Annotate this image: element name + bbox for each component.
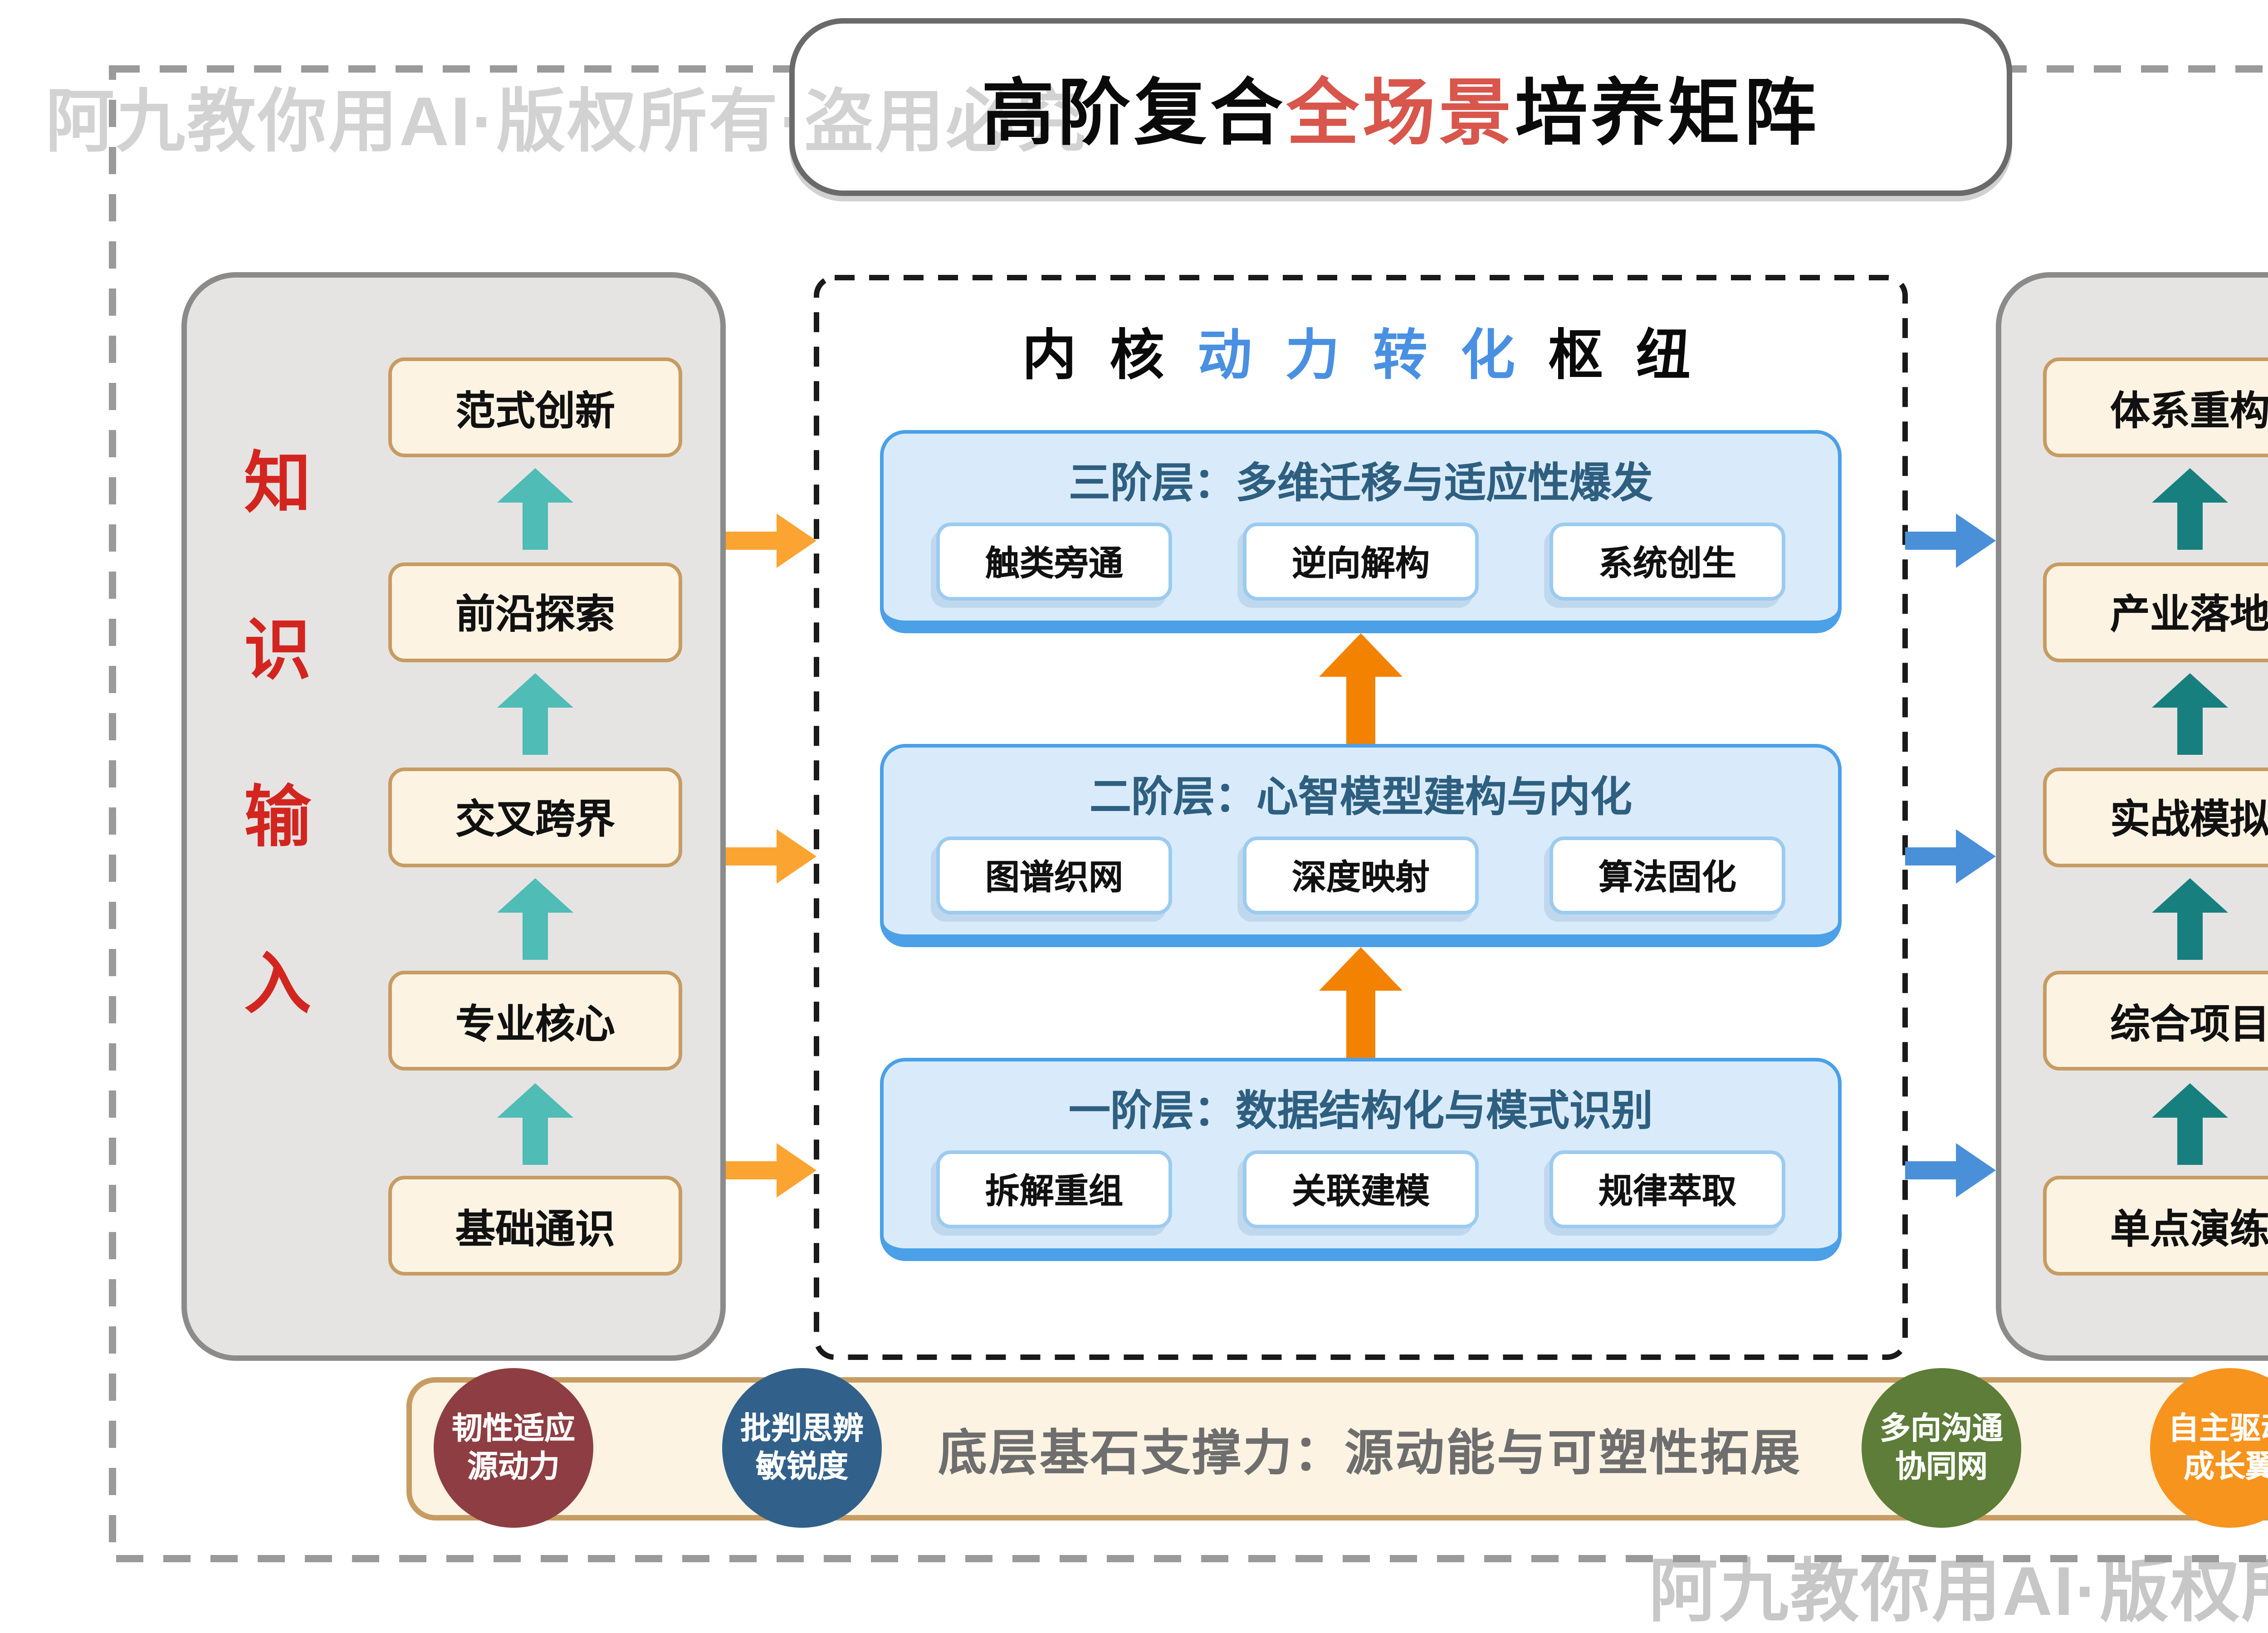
circle-line: 自主驱动: [2168, 1412, 2268, 1446]
skill-node-simulation: 实战模拟: [2043, 767, 2268, 866]
knowledge-input-panel: 知 识 输 入 范式创新 前沿探索 交叉跨界 专业核心 基础通识: [181, 272, 726, 1361]
label-char: 识: [244, 613, 311, 688]
tier-item: 关联建模: [1243, 1150, 1479, 1228]
foundation-circle-resilience: 韧性适应 源动力: [434, 1368, 593, 1528]
foundation-circle-communication: 多向沟通 协同网: [1862, 1368, 2021, 1528]
circle-line: 韧性适应: [452, 1412, 575, 1446]
page-title: 高阶复合全场景培养矩阵: [982, 54, 1820, 160]
right-arrow-icon: [726, 1143, 816, 1198]
skill-node-drill: 单点演练: [2043, 1176, 2268, 1276]
up-arrow-icon: [497, 469, 573, 551]
skill-output-column: 体系重构 产业落地 实战模拟 综合项目 单点演练: [2009, 278, 2268, 1355]
up-arrow-icon: [2152, 673, 2228, 755]
tier-3-box: 三阶层：多维迁移与适应性爆发 触类旁通 逆向解构 系统创生: [880, 430, 1842, 633]
tier-2-items: 图谱织网 深度映射 算法固化: [936, 836, 1785, 914]
right-arrow-icon: [726, 513, 816, 568]
tier-1-items: 拆解重组 关联建模 规律萃取: [936, 1150, 1785, 1228]
knowledge-node-core: 专业核心: [388, 971, 682, 1071]
hub-title-left: 内 核: [1022, 327, 1173, 386]
tier-item: 逆向解构: [1243, 523, 1479, 601]
tier-2-title: 二阶层：心智模型建构与内化: [1090, 773, 1632, 820]
skill-output-panel: 体系重构 产业落地 实战模拟 综合项目 单点演练 技 能 输 出: [1996, 272, 2268, 1361]
right-arrow-icon: [1905, 1143, 1996, 1198]
right-arrow-icon: [1905, 513, 1996, 568]
title-prefix: 高阶复合: [982, 74, 1286, 154]
label-char: 输: [244, 780, 311, 855]
knowledge-node-crossover: 交叉跨界: [388, 767, 682, 866]
right-arrow-icon: [1905, 829, 1996, 884]
circle-line: 敏锐度: [756, 1450, 848, 1484]
tier-3-title: 三阶层：多维迁移与适应性爆发: [1069, 459, 1653, 506]
knowledge-node-general: 基础通识: [388, 1176, 682, 1276]
watermark-bottom-right: 阿九教你用AI·版权所有·盗用必究: [1648, 1555, 2268, 1631]
hub-title-right: 枢 纽: [1548, 327, 1700, 386]
knowledge-input-column: 范式创新 前沿探索 交叉跨界 专业核心 基础通识: [354, 278, 717, 1355]
up-arrow-icon: [497, 878, 573, 960]
label-char: 知: [244, 446, 311, 521]
up-arrow-icon: [2152, 469, 2228, 551]
tier-2-box: 二阶层：心智模型建构与内化 图谱织网 深度映射 算法固化: [880, 744, 1842, 947]
circle-line: 协同网: [1895, 1450, 1988, 1484]
tier-1-box: 一阶层：数据结构化与模式识别 拆解重组 关联建模 规律萃取: [880, 1058, 1842, 1261]
tier-item: 规律萃取: [1549, 1150, 1785, 1228]
right-arrow-icon: [726, 829, 816, 884]
tier-1-title: 一阶层：数据结构化与模式识别: [1069, 1087, 1653, 1134]
foundation-title: 底层基石支撑力：源动能与可塑性拓展: [938, 1426, 1802, 1481]
up-arrow-icon: [497, 1082, 573, 1164]
tier-item: 拆解重组: [936, 1150, 1172, 1228]
tier-item: 图谱织网: [936, 836, 1172, 914]
up-arrow-icon: [2152, 878, 2228, 960]
hub-title-blue: 动 力 转 化: [1197, 327, 1524, 386]
circle-line: 批判思辨: [740, 1412, 864, 1446]
skill-node-system-rebuild: 体系重构: [2043, 357, 2268, 457]
big-up-arrow-icon: [1319, 947, 1403, 1058]
title-highlight: 全场景: [1286, 74, 1515, 154]
core-conversion-hub: 内 核 动 力 转 化 枢 纽 三阶层：多维迁移与适应性爆发 触类旁通 逆向解构…: [816, 278, 1905, 1357]
tier-item: 触类旁通: [936, 523, 1172, 601]
big-up-arrow-icon: [1319, 633, 1403, 744]
circle-line: 成长翼: [2184, 1450, 2268, 1484]
knowledge-input-label: 知 识 输 入: [191, 394, 365, 1061]
up-arrow-icon: [2152, 1082, 2228, 1164]
tier-item: 深度映射: [1243, 836, 1479, 914]
tier-3-items: 触类旁通 逆向解构 系统创生: [936, 523, 1785, 601]
circle-line: 多向沟通: [1880, 1412, 2003, 1446]
hub-title: 内 核 动 力 转 化 枢 纽: [1022, 318, 1700, 386]
circle-line: 源动力: [467, 1450, 560, 1484]
page-title-box: 高阶复合全场景培养矩阵: [789, 18, 2012, 196]
knowledge-node-frontier: 前沿探索: [388, 562, 682, 662]
label-char: 入: [244, 947, 311, 1022]
tier-item: 算法固化: [1549, 836, 1785, 914]
title-suffix: 培养矩阵: [1515, 74, 1820, 154]
up-arrow-icon: [497, 673, 573, 755]
skill-node-industry: 产业落地: [2043, 562, 2268, 662]
knowledge-node-paradigm: 范式创新: [388, 357, 682, 457]
tier-item: 系统创生: [1549, 523, 1785, 601]
skill-node-project: 综合项目: [2043, 971, 2268, 1071]
foundation-circle-critical-thinking: 批判思辨 敏锐度: [722, 1368, 882, 1528]
